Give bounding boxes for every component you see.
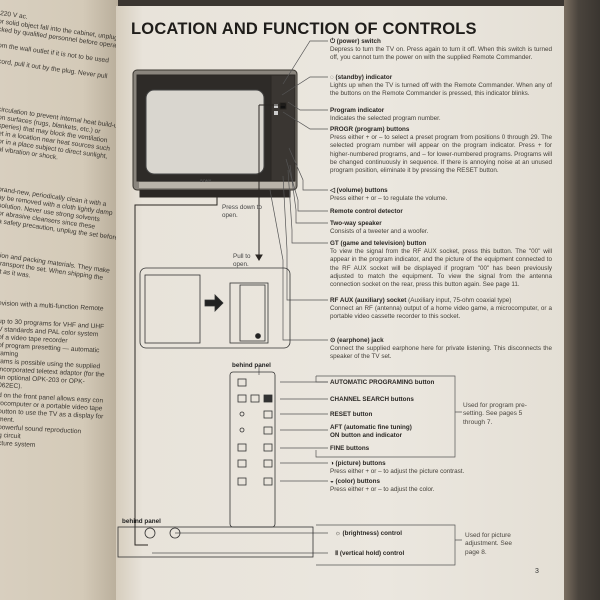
picture-buttons-label: ◑ (picture) buttons	[330, 460, 386, 467]
aft-on-label: ON button and indicator	[330, 432, 403, 439]
left-page	[0, 0, 118, 600]
page-title: LOCATION AND FUNCTION OF CONTROLS	[131, 20, 477, 38]
callout-lines	[152, 40, 462, 566]
behind-panel-illustration	[117, 371, 314, 558]
control-description: Press either + or – to select a preset p…	[330, 134, 552, 175]
press-down-label: Press down to open.	[222, 204, 262, 219]
control-item: Remote control detector	[330, 208, 552, 216]
panel-illustration	[139, 267, 291, 349]
pull-to-open-label: Pull to open.	[233, 253, 251, 268]
control-title: ◁ (volume) buttons	[330, 187, 388, 194]
aft-label: AFT (automatic fine tuning)	[330, 424, 412, 431]
control-title-extra: (Auxiliary input, 75-ohm coaxial type)	[408, 297, 512, 304]
control-title: Two-way speaker	[330, 220, 382, 227]
brightness-control-label: ☼ (brightness) control	[335, 530, 402, 537]
control-description: Connect the supplied earphone here for p…	[330, 345, 552, 361]
control-description: Depress to turn the TV on. Press again t…	[330, 46, 552, 62]
control-title: PROGR (program) buttons	[330, 126, 410, 133]
control-description: To view the signal from the RF AUX socke…	[330, 248, 552, 289]
control-description: Consists of a tweeter and a woofer.	[330, 228, 429, 236]
fine-label: FINE buttons	[330, 445, 370, 452]
tv-set-illustration	[132, 69, 298, 546]
color-buttons-label: ◒ (color) buttons	[330, 478, 380, 485]
color-buttons-desc: Press either + or – to adjust the color.	[330, 486, 435, 493]
channel-search-label: CHANNEL SEARCH buttons	[330, 396, 414, 403]
control-description: Press either + or – to regulate the volu…	[330, 195, 448, 203]
control-title: ⏻ (power) switch	[330, 38, 381, 45]
presetting-note: Used for program pre-setting. See pages …	[463, 402, 527, 426]
control-title: ◌ (standby) indicator	[330, 74, 393, 81]
control-description: Lights up when the TV is turned off with…	[330, 82, 552, 98]
control-title: ⊙ (earphone) jack	[330, 337, 384, 344]
control-item: RF AUX (auxiliary) socket (Auxiliary inp…	[330, 297, 552, 322]
control-title: Remote control detector	[330, 208, 403, 215]
control-title: GT (game and television) button	[330, 240, 427, 247]
control-description: Connect an RF (antenna) output of a home…	[330, 305, 552, 321]
control-description: Indicates the selected program number.	[330, 115, 441, 123]
control-title: RF AUX (auxiliary) socket	[330, 297, 407, 304]
page-number: 3	[535, 568, 539, 575]
behind-panel-label: behind panel	[232, 362, 271, 369]
picture-adjust-note: Used for picture adjustment. See page 8.	[465, 532, 512, 556]
book-edge	[564, 0, 600, 600]
control-title: Program indicator	[330, 107, 385, 114]
picture-buttons-desc: Press either + or – to adjust the pictur…	[330, 468, 465, 475]
vertical-hold-label: Ⅱ (vertical hold) control	[335, 550, 405, 557]
reset-label: RESET button	[330, 411, 373, 418]
automatic-programing-label: AUTOMATIC PROGRAMING button	[330, 379, 435, 386]
tv-brand-logo: SONY	[200, 178, 212, 183]
behind-panel-label-bottom: behind panel	[122, 518, 161, 525]
